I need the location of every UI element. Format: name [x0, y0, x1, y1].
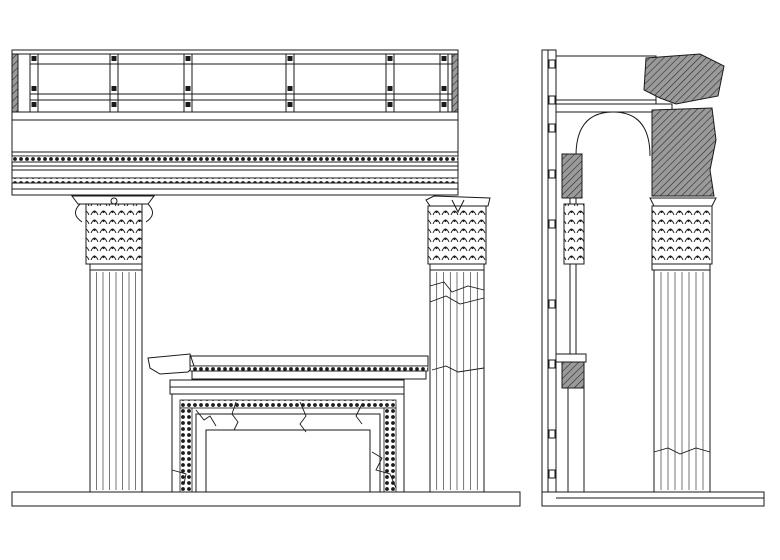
- side-section: [541, 49, 765, 507]
- section-base: [541, 491, 765, 507]
- section-column: [649, 197, 717, 493]
- section-arch: [575, 111, 651, 157]
- right-shaft-flutes: [436, 272, 478, 490]
- front-base: [11, 491, 521, 507]
- altar-table: [147, 353, 429, 493]
- section-shaft-flutes: [660, 272, 704, 490]
- hatched-beam-fragment: [643, 53, 725, 105]
- left-column: [71, 195, 155, 493]
- entablature: [11, 119, 459, 196]
- front-elevation: [11, 49, 521, 507]
- right-column: [425, 195, 491, 493]
- top-beam-frame: [11, 49, 459, 121]
- right-capital: [425, 195, 491, 271]
- left-capital: [71, 195, 155, 271]
- left-shaft-flutes: [96, 272, 136, 490]
- beam-posts: [29, 53, 449, 113]
- section-wall-blocks: [548, 59, 556, 479]
- hatched-pier: [651, 107, 717, 197]
